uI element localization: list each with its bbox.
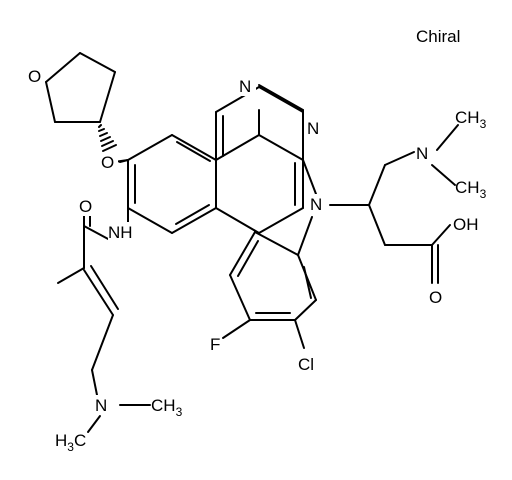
chlorofluorophenyl-ring — [222, 231, 317, 349]
chlorine-label: Cl — [298, 355, 314, 374]
thf-oxygen-label: O — [28, 67, 41, 86]
fluorine-label: F — [210, 335, 220, 354]
acid-hydroxyl-label: OH — [453, 215, 479, 234]
top-methyl-2-label: CH3 — [455, 178, 487, 201]
butanoic-acid-chain — [368, 124, 459, 284]
bottom-methyl-2-label: H3C — [55, 431, 86, 454]
amide-nh-label: NH — [108, 223, 133, 242]
central-amine-bonds — [297, 159, 370, 256]
stereo-hash-bond — [98, 124, 117, 152]
bottom-methyl-1-label: CH3 — [151, 396, 183, 419]
acid-carbonyl-oxygen-label: O — [429, 288, 442, 307]
quinazoline-n1-label: N — [239, 77, 251, 96]
chiral-label: Chiral — [416, 27, 460, 46]
bottom-dimethylamino — [87, 404, 151, 433]
ether-oxygen-label: O — [101, 153, 114, 172]
thf-ring — [45, 52, 116, 123]
pyrimidine-ring — [215, 86, 304, 161]
amide-oxygen-label: O — [79, 197, 92, 216]
top-dimethylamine-n-label: N — [416, 144, 428, 163]
quinazoline-n3-label: N — [307, 119, 319, 138]
central-amine-label: N — [310, 195, 322, 214]
top-methyl-1-label: CH3 — [455, 108, 487, 131]
bottom-dimethylamine-n-label: N — [95, 396, 107, 415]
